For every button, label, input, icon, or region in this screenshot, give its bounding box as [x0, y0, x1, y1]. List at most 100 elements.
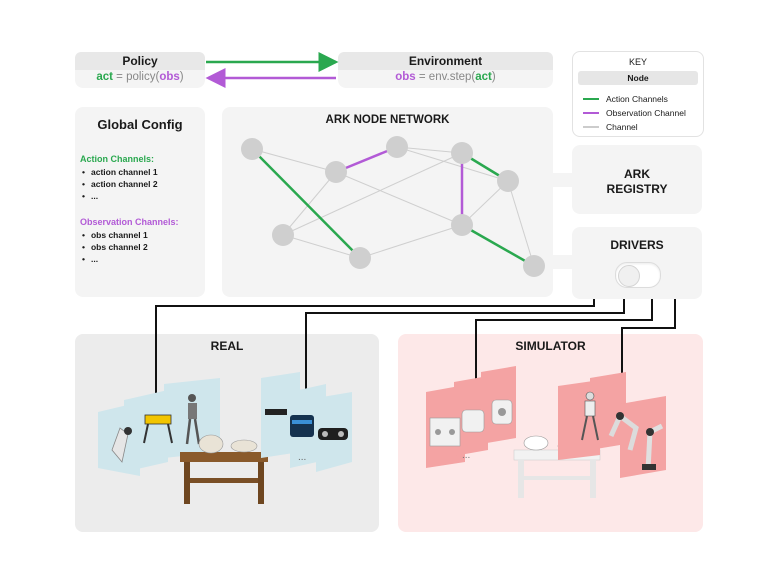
global-config-panel: Global Config Action Channels: action ch…	[75, 107, 205, 297]
policy-close: )	[179, 71, 184, 83]
channel-edge	[282, 171, 337, 236]
network-node	[523, 255, 545, 277]
driver-cables	[155, 299, 676, 410]
channel-edge	[335, 171, 463, 226]
real-sensors-group: ...	[261, 372, 352, 472]
obs-token: obs	[395, 71, 416, 83]
act-token: act	[96, 71, 113, 83]
list-item: ...	[82, 190, 158, 202]
environment-title: Environment	[338, 52, 553, 70]
sim-robots-group	[558, 372, 666, 478]
action-edge	[251, 148, 361, 259]
sim-humanoid-robot-icon	[585, 391, 595, 401]
observation-edges	[335, 145, 464, 225]
key-title: KEY	[628, 57, 647, 67]
registry-title-1: ARK	[624, 167, 650, 181]
drivers-connector	[553, 255, 572, 269]
key-observation-label: Observation Channel	[606, 108, 686, 118]
observation-channels-list: obs channel 1 obs channel 2 ...	[82, 229, 148, 265]
sim-plane	[590, 372, 626, 450]
environment-formula: obs = env.step(act)	[338, 71, 553, 83]
network-title: ARK NODE NETWORK	[325, 114, 450, 126]
sim-plane	[620, 396, 666, 478]
driver-toggle[interactable]	[615, 262, 661, 288]
list-item: action channel 1	[82, 166, 158, 178]
network-node	[241, 138, 263, 160]
network-node	[325, 161, 347, 183]
obs-token: obs	[159, 71, 180, 83]
lidar-icon	[290, 415, 314, 437]
driver-cable-sim-1	[475, 299, 653, 392]
env-call: = env.step(	[415, 71, 476, 83]
key-action: Action Channels	[583, 94, 668, 104]
key-channel-line	[583, 126, 599, 128]
network-node	[349, 247, 371, 269]
real-table-group	[180, 434, 268, 504]
humanoid-robot-icon	[188, 394, 196, 402]
more-sensors-ellipsis: ...	[298, 452, 306, 463]
network-node	[386, 136, 408, 158]
sim-depth-camera-icon	[429, 417, 461, 447]
channel-edge	[396, 146, 509, 182]
real-title: REAL	[210, 339, 244, 353]
key-channel: Channel	[583, 122, 638, 132]
list-item: action channel 2	[82, 178, 158, 190]
list-item: obs channel 1	[82, 229, 148, 241]
network-node	[272, 224, 294, 246]
policy-call: = policy(	[112, 71, 160, 83]
list-item: obs channel 2	[82, 241, 148, 253]
wooden-table-icon	[180, 452, 268, 462]
key-observation: Observation Channel	[583, 108, 686, 118]
sim-sensors-group: ...	[426, 366, 516, 468]
channel-edge	[359, 224, 463, 259]
network-nodes	[241, 136, 545, 277]
drivers-box: DRIVERS	[572, 227, 702, 299]
policy-title: Policy	[75, 52, 205, 70]
key-node-swatch: Node	[578, 71, 698, 85]
channel-edges	[251, 146, 535, 267]
channel-edge	[282, 152, 463, 236]
quadruped-robot-icon	[144, 414, 172, 425]
sim-lidar-icon	[461, 409, 485, 433]
network-node	[497, 170, 519, 192]
sim-pot-icon	[523, 435, 549, 451]
global-config-title: Global Config	[97, 117, 183, 132]
key-action-label: Action Channels	[606, 94, 668, 104]
depth-camera-icon	[265, 409, 287, 415]
simulator-title: SIMULATOR	[515, 339, 586, 353]
action-channels-list: action channel 1 action channel 2 ...	[82, 166, 158, 202]
pan-icon	[230, 439, 258, 453]
sim-robot-arm-icon	[608, 412, 639, 451]
registry-box: ARK REGISTRY	[572, 145, 702, 214]
sim-more-sensors-ellipsis: ...	[462, 450, 470, 461]
action-edge	[461, 223, 535, 268]
network-node	[451, 214, 473, 236]
pot-icon	[198, 434, 224, 454]
env-close: )	[491, 71, 496, 83]
environment-box: Environment obs = env.step(act)	[338, 52, 553, 88]
action-edges	[251, 148, 535, 268]
policy-formula: act = policy(obs)	[75, 71, 205, 83]
drivers-title: DRIVERS	[610, 238, 664, 252]
act-token: act	[475, 71, 492, 83]
policy-box: Policy act = policy(obs)	[75, 52, 205, 88]
channel-edge	[507, 180, 535, 267]
robot-arm-joint-icon	[124, 427, 132, 435]
key-box: KEY Node Action Channels Observation Cha…	[572, 51, 704, 137]
network-node	[451, 142, 473, 164]
toggle-knob	[618, 265, 640, 287]
key-channel-label: Channel	[606, 122, 638, 132]
action-channels-heading: Action Channels:	[80, 154, 155, 164]
driver-cable-real-2	[305, 299, 625, 392]
key-observation-line	[583, 112, 599, 114]
channel-edge	[282, 234, 361, 259]
observation-channels-heading: Observation Channels:	[80, 217, 179, 227]
driver-cable-real-1	[155, 299, 595, 410]
channel-edge	[251, 148, 337, 173]
key-action-line	[583, 98, 599, 100]
list-item: ...	[82, 253, 148, 265]
node-network-panel: ARK NODE NETWORK	[222, 107, 553, 297]
driver-cable-sim-2	[621, 299, 676, 392]
registry-title-2: REGISTRY	[606, 182, 668, 196]
